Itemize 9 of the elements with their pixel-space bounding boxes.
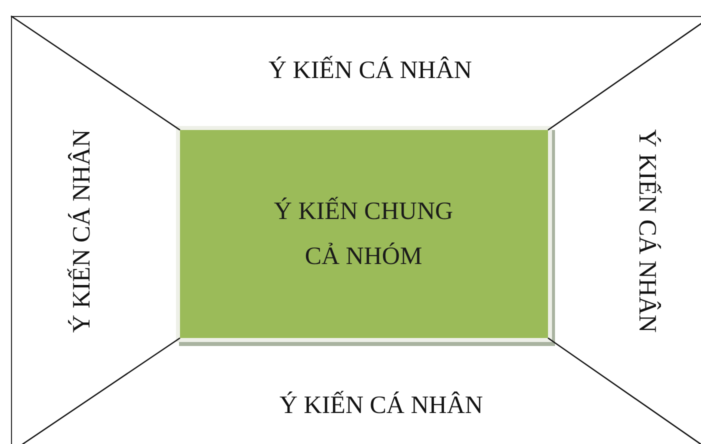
group-opinion-box — [180, 130, 548, 338]
box-frame — [11, 16, 701, 444]
section-label: Ý KIẾN CÁ NHÂN — [632, 129, 660, 333]
box-text: Ý KIẾN CHUNG CẢ NHÓM — [272, 196, 454, 272]
divider-line — [10, 15, 180, 131]
section-label: Ý KIẾN CÁ NHÂN — [280, 392, 483, 420]
section-label: Ý KIẾN CÁ NHÂN — [268, 57, 472, 85]
divider-line — [548, 337, 701, 444]
section-label: Ý KIẾN CÁ NHÂN — [68, 129, 96, 333]
